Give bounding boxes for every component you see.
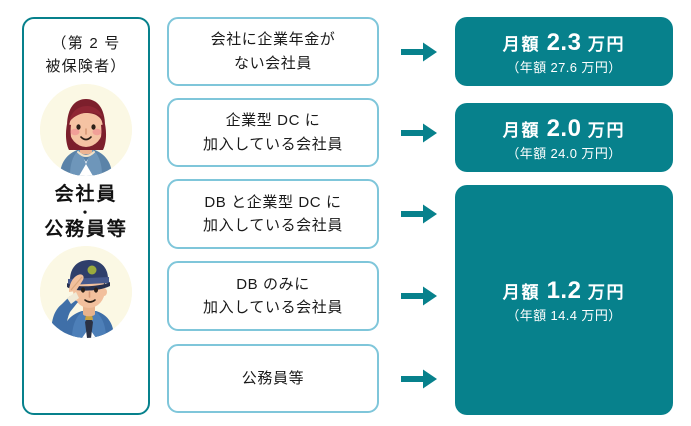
office-worker-woman-avatar bbox=[40, 84, 132, 176]
monthly-suffix: 万円 bbox=[587, 120, 626, 140]
category-label-line2: 加入している会社員 bbox=[203, 217, 343, 234]
arrow-right-icon bbox=[396, 118, 442, 148]
amount-block: 月額 2.3 万円 （年額 27.6 万円） bbox=[497, 27, 632, 77]
category-label: 会社に企業年金が ない会社員 bbox=[211, 28, 336, 75]
annual-amount: （年額 14.4 万円） bbox=[506, 308, 622, 324]
monthly-value: 1.2 bbox=[546, 277, 582, 305]
limit-box-1-2[interactable]: 月額 1.2 万円 （年額 14.4 万円） bbox=[455, 185, 673, 415]
annual-amount: （年額 27.6 万円） bbox=[506, 59, 622, 75]
arrow-right-icon bbox=[396, 199, 442, 229]
category-label-line1: 会社に企業年金が bbox=[210, 31, 336, 49]
monthly-prefix: 月額 bbox=[502, 34, 541, 54]
monthly-suffix: 万円 bbox=[587, 34, 626, 54]
amount-block: 月額 1.2 万円 （年額 14.4 万円） bbox=[497, 275, 632, 325]
insured-category-heading-line1: （第 2 号 bbox=[51, 35, 121, 52]
category-label: DB と企業型 DC に 加入している会社員 bbox=[203, 191, 343, 238]
amount-block: 月額 2.0 万円 （年額 24.0 万円） bbox=[497, 113, 632, 163]
category-label-line1: DB のみに bbox=[236, 275, 310, 293]
category-label-line2: 加入している会社員 bbox=[203, 299, 343, 316]
category-box-public-servant[interactable]: 公務員等 bbox=[167, 344, 379, 413]
insured-category-heading: （第 2 号 被保険者） bbox=[45, 33, 126, 78]
insured-category-label-line1: 会社員 bbox=[54, 184, 118, 205]
monthly-prefix: 月額 bbox=[502, 283, 541, 303]
public-servant-avatar bbox=[40, 245, 132, 338]
arrow-right-icon bbox=[396, 281, 442, 311]
category-label-line2: ない会社員 bbox=[233, 54, 312, 72]
category-label-line1: 企業型 DC に bbox=[225, 112, 321, 130]
category-label: 公務員等 bbox=[242, 367, 304, 390]
monthly-prefix: 月額 bbox=[502, 120, 541, 140]
insured-category-label-line2: 公務員等 bbox=[44, 219, 128, 241]
category-label-line1: DB と企業型 DC に bbox=[204, 193, 342, 211]
category-label: DB のみに 加入している会社員 bbox=[203, 273, 343, 320]
arrow-right-icon bbox=[396, 37, 442, 67]
monthly-amount: 月額 1.2 万円 bbox=[503, 275, 626, 306]
category-label: 企業型 DC に 加入している会社員 bbox=[203, 109, 343, 156]
limit-box-2-0[interactable]: 月額 2.0 万円 （年額 24.0 万円） bbox=[455, 103, 673, 172]
category-label-line2: 加入している会社員 bbox=[203, 135, 343, 153]
monthly-amount: 月額 2.0 万円 bbox=[503, 113, 626, 144]
category-box-db-and-corporate-dc[interactable]: DB と企業型 DC に 加入している会社員 bbox=[167, 179, 379, 249]
monthly-suffix: 万円 bbox=[587, 283, 626, 303]
insured-category-label-dot: ・ bbox=[78, 205, 94, 221]
arrow-right-icon bbox=[396, 364, 442, 394]
monthly-value: 2.0 bbox=[546, 114, 582, 142]
insured-category-heading-line2: 被保険者） bbox=[45, 57, 127, 75]
insured-category-panel: （第 2 号 被保険者） bbox=[22, 17, 150, 415]
category-box-corporate-dc[interactable]: 企業型 DC に 加入している会社員 bbox=[167, 98, 379, 167]
insured-category-label: 会社員 ・ 公務員等 bbox=[44, 184, 128, 242]
limit-box-2-3[interactable]: 月額 2.3 万円 （年額 27.6 万円） bbox=[455, 17, 673, 86]
annual-amount: （年額 24.0 万円） bbox=[506, 145, 622, 161]
category-box-no-corporate-pension[interactable]: 会社に企業年金が ない会社員 bbox=[167, 17, 379, 86]
monthly-amount: 月額 2.3 万円 bbox=[503, 27, 626, 58]
category-label-line1: 公務員等 bbox=[241, 369, 305, 387]
category-box-db-only[interactable]: DB のみに 加入している会社員 bbox=[167, 261, 379, 331]
monthly-value: 2.3 bbox=[546, 28, 582, 56]
